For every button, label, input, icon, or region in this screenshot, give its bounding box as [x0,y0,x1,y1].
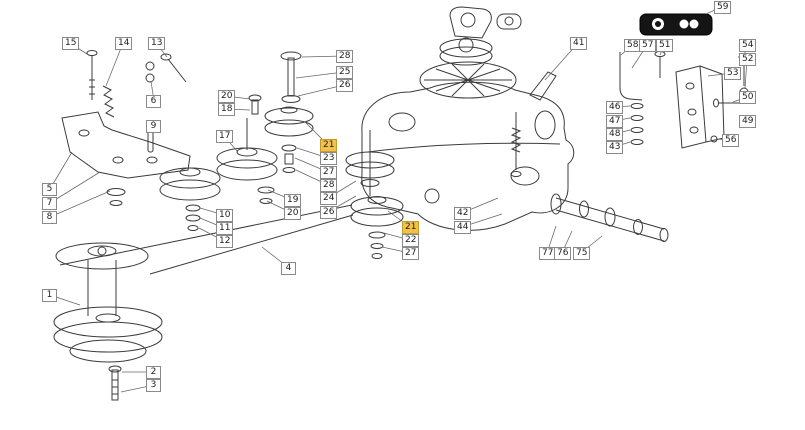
pulley-bolt-head [108,365,122,373]
part-label-28[interactable]: 28 [320,179,338,192]
axle-shaft [550,193,669,242]
part-label-56[interactable]: 56 [722,134,740,147]
part-label-44[interactable]: 44 [454,221,472,234]
cooling-fan [419,6,522,99]
part-label-27[interactable]: 27 [320,166,338,179]
part-label-41[interactable]: 41 [570,37,588,50]
part-label-43[interactable]: 43 [606,141,624,154]
part-label-46[interactable]: 46 [606,101,624,114]
part-label-3[interactable]: 3 [146,379,161,392]
part-label-2[interactable]: 2 [146,366,161,379]
part-label-26[interactable]: 26 [336,79,354,92]
part-label-76[interactable]: 76 [554,247,572,260]
bolt-13 [160,53,172,61]
part-label-75[interactable]: 75 [573,247,591,260]
part-label-13[interactable]: 13 [148,37,166,50]
part-label-11[interactable]: 11 [216,222,234,235]
part-label-53[interactable]: 53 [724,67,742,80]
part-label-48[interactable]: 48 [606,128,624,141]
part-label-26[interactable]: 26 [320,206,338,219]
part-label-27[interactable]: 27 [402,247,420,260]
part-label-23[interactable]: 23 [320,152,338,165]
part-label-24[interactable]: 24 [320,192,338,205]
part-label-14[interactable]: 14 [115,37,133,50]
part-label-20[interactable]: 20 [218,90,236,103]
part-label-9[interactable]: 9 [146,120,161,133]
spring-14 [102,85,115,118]
part-label-42[interactable]: 42 [454,207,472,220]
part-label-4[interactable]: 4 [281,262,296,275]
part-label-19[interactable]: 19 [284,194,302,207]
drive-belt [59,204,354,275]
part-label-18[interactable]: 18 [218,103,236,116]
part-label-25[interactable]: 25 [336,66,354,79]
part-label-6[interactable]: 6 [146,95,161,108]
jockey-pulley-upper [264,106,314,173]
brake-lever [529,71,557,101]
part-label-22[interactable]: 22 [402,234,420,247]
part-label-21[interactable]: 21 [320,139,338,152]
pin-9 [147,129,154,153]
part-label-28[interactable]: 28 [336,50,354,63]
part-label-5[interactable]: 5 [42,183,57,196]
bolt-50 [713,98,719,108]
idler-pulleys [159,94,278,231]
part-label-20[interactable]: 20 [284,207,302,220]
part-label-10[interactable]: 10 [216,209,234,222]
brake-spring [510,127,522,153]
part-label-47[interactable]: 47 [606,115,624,128]
transmission-housing [361,71,575,231]
part-label-15[interactable]: 15 [62,37,80,50]
part-label-8[interactable]: 8 [42,211,57,224]
fasteners-top-left [86,50,187,153]
top-bracket [449,6,492,39]
rod-58 [619,52,643,101]
left-bracket-assembly [61,111,191,206]
part-label-50[interactable]: 50 [739,91,757,104]
part-label-49[interactable]: 49 [739,115,757,128]
part-label-51[interactable]: 51 [656,39,674,52]
part-label-7[interactable]: 7 [42,197,57,210]
tension-bolt-assembly [280,51,302,103]
part-label-54[interactable]: 54 [739,39,757,52]
bolt-15 [86,50,98,56]
part-label-21[interactable]: 21 [402,221,420,234]
engine-pulley-assembly [53,242,163,401]
bolt-51 [654,51,666,57]
part-label-52[interactable]: 52 [739,53,757,66]
part-label-1[interactable]: 1 [42,289,57,302]
part-label-59[interactable]: 59 [714,1,732,14]
part-label-57[interactable]: 57 [639,39,657,52]
part-label-17[interactable]: 17 [216,130,234,143]
gasket-part [639,13,713,36]
part-label-12[interactable]: 12 [216,235,234,248]
